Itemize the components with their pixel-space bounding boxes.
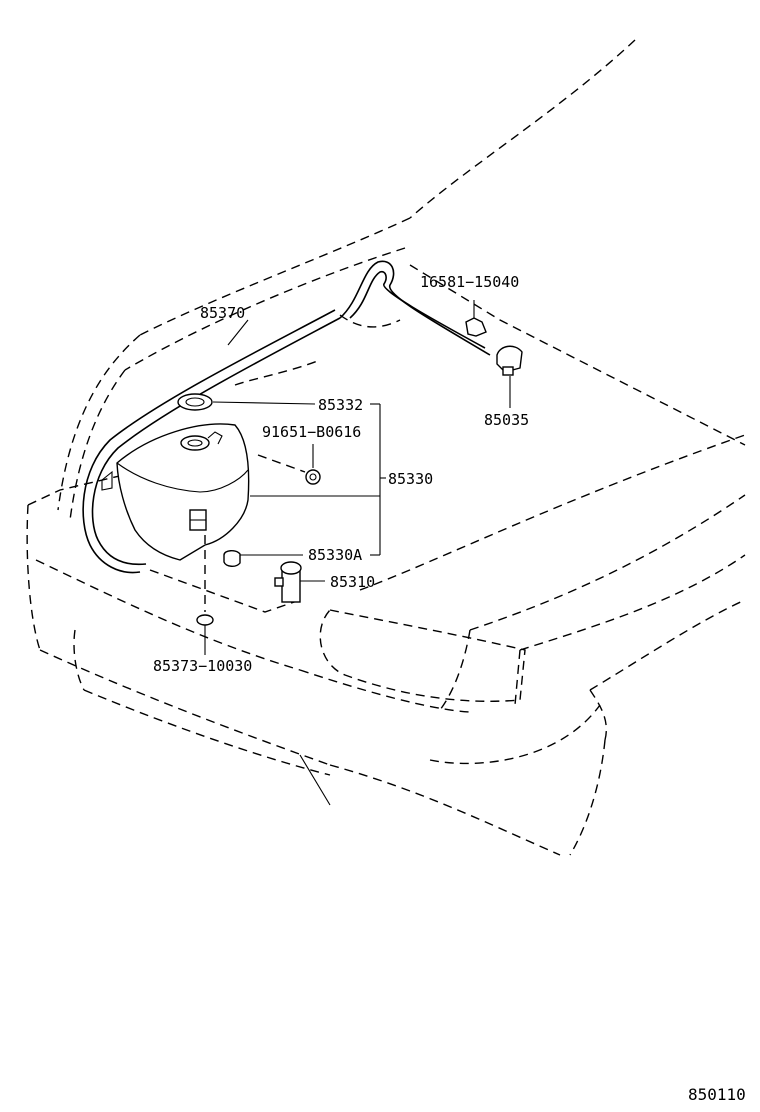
washer-tank[interactable]: [101, 423, 250, 561]
washer-nozzle[interactable]: [496, 345, 523, 408]
diagram-reference-number: 850110: [688, 1085, 746, 1104]
label-85370: 85370: [200, 304, 245, 322]
label-85373-10030: 85373−10030: [153, 657, 252, 675]
label-91651-b0616: 91651−B0616: [262, 423, 361, 441]
washer-hose-left[interactable]: [82, 309, 341, 574]
label-85332: 85332: [318, 396, 363, 414]
hose-clamp[interactable]: [465, 300, 487, 337]
washer-pump[interactable]: [274, 561, 325, 603]
pump-grommet[interactable]: [223, 550, 303, 567]
leader-lines: [227, 319, 386, 556]
label-85310: 85310: [330, 573, 375, 591]
tank-grommet[interactable]: [196, 535, 214, 655]
vehicle-body-outline: [26, 39, 746, 856]
washer-hose-right[interactable]: [339, 260, 491, 356]
tank-clip[interactable]: [257, 444, 321, 485]
label-85330a: 85330A: [308, 546, 362, 564]
label-85330: 85330: [388, 470, 433, 488]
label-85035: 85035: [484, 411, 529, 429]
tank-cap-gasket[interactable]: [177, 393, 316, 411]
label-16581-15040: 16581−15040: [420, 273, 519, 291]
